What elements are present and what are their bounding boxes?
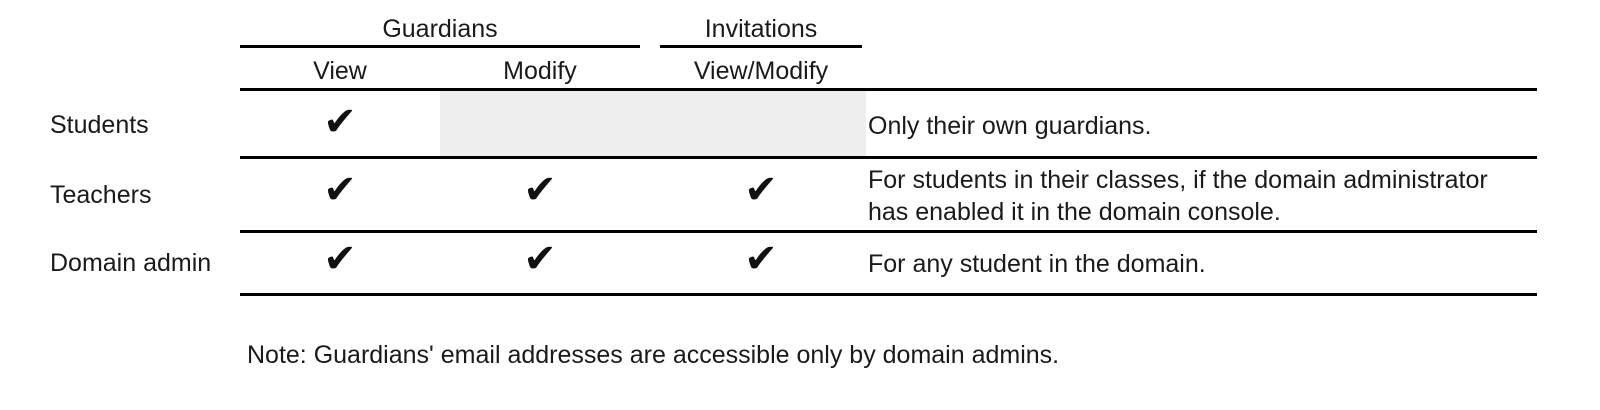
column-header-guardians-modify: Modify xyxy=(503,57,577,85)
checkmark-icon-domain-admin-guardians-modify: ✔ xyxy=(523,236,557,282)
checkmark-icon-teachers-guardians-view: ✔ xyxy=(323,167,357,213)
column-header-invitations-view-modify: View/Modify xyxy=(693,57,829,85)
checkmark-icon-students-guardians-view: ✔ xyxy=(323,99,357,145)
rule-spanner-invitations xyxy=(660,45,862,48)
checkmark-icon-domain-admin-guardians-view: ✔ xyxy=(323,236,357,282)
rule-row-teachers-bottom xyxy=(240,230,1537,233)
cell-description-students: Only their own guardians. xyxy=(868,112,1152,140)
checkmark-icon-teachers-guardians-modify: ✔ xyxy=(523,167,557,213)
row-header-domain-admin: Domain admin xyxy=(50,249,212,277)
rule-spanner-guardians xyxy=(240,45,640,48)
cell-description-domain-admin: For any student in the domain. xyxy=(868,250,1206,278)
cell-description-teachers: For students in their classes, if the do… xyxy=(868,166,1488,226)
rule-header-bottom xyxy=(240,88,1537,91)
row-header-teachers: Teachers xyxy=(50,181,152,209)
column-header-guardians-view: View xyxy=(313,57,367,85)
footnote: Note: Guardians' email addresses are acc… xyxy=(247,341,1060,369)
cell-disabled-shade-students xyxy=(440,91,866,156)
rule-table-bottom xyxy=(240,293,1537,296)
column-group-header-guardians: Guardians xyxy=(382,15,498,43)
column-group-header-invitations: Invitations xyxy=(704,15,818,43)
row-header-students: Students xyxy=(50,111,149,139)
checkmark-icon-domain-admin-invitations-view-modify: ✔ xyxy=(744,236,778,282)
rule-row-students-bottom xyxy=(240,156,1537,159)
checkmark-icon-teachers-invitations-view-modify: ✔ xyxy=(744,167,778,213)
